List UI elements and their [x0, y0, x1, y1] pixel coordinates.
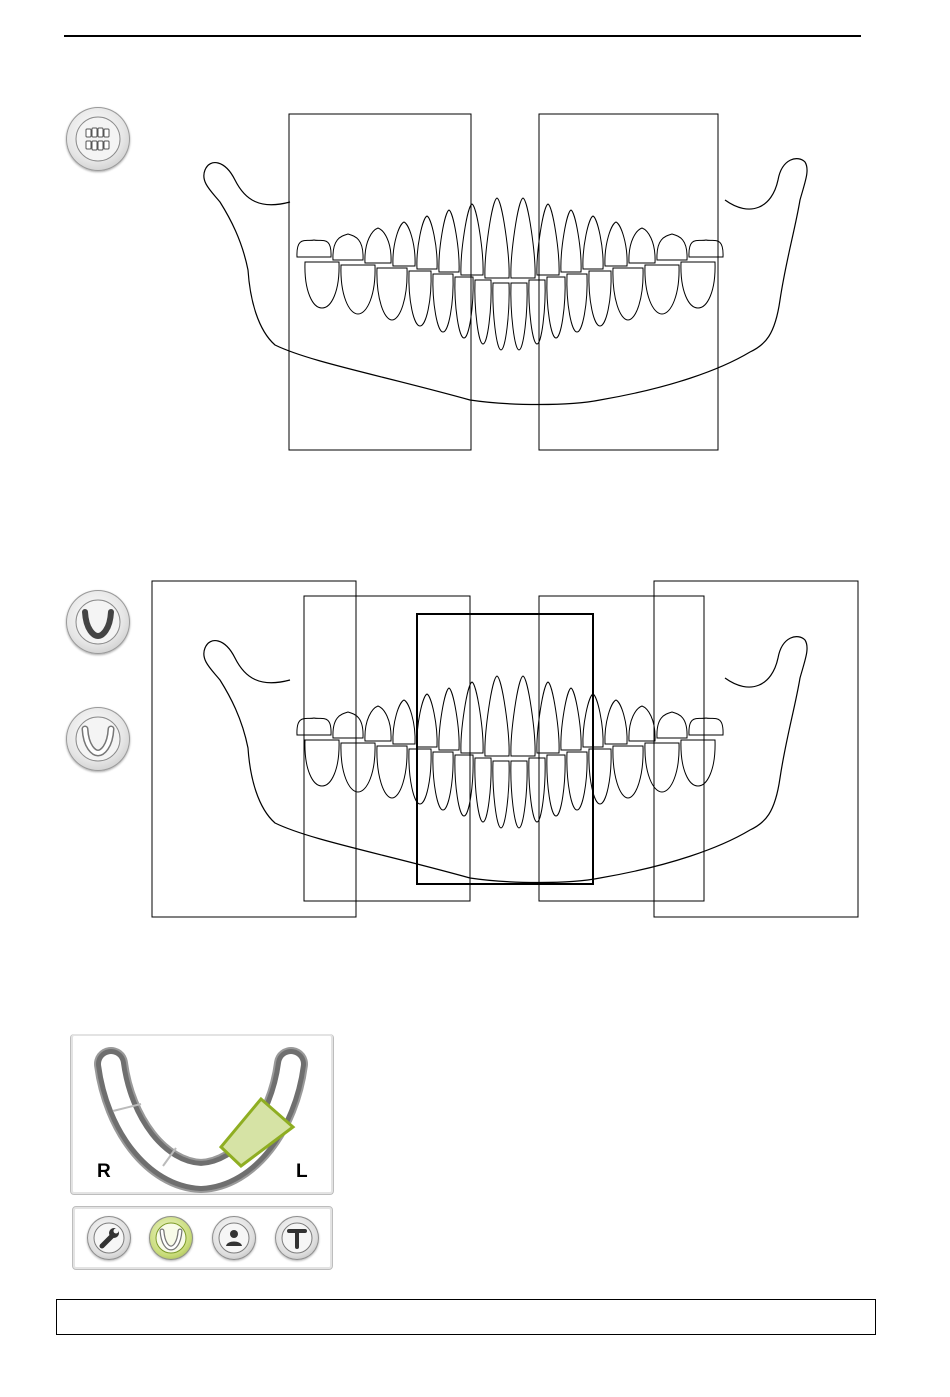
segmented-arch-icon	[149, 1216, 193, 1260]
upper-tooth	[333, 234, 363, 260]
upper-tooth	[657, 234, 687, 260]
upper-tooth	[561, 688, 581, 750]
lower-tooth	[377, 746, 407, 798]
lower-tooth	[493, 761, 509, 828]
upper-tooth	[297, 240, 331, 257]
upper-tooth	[393, 222, 415, 266]
segmented-arch-icon[interactable]	[66, 707, 130, 771]
wrench-button[interactable]	[87, 1216, 131, 1260]
jaw-diagram-panoramic	[150, 578, 870, 923]
lower-tooth	[681, 740, 715, 786]
lower-tooth	[409, 271, 431, 326]
lower-tooth	[529, 280, 545, 344]
lower-tooth	[305, 740, 339, 786]
upper-tooth	[485, 676, 509, 756]
lower-tooth	[511, 283, 527, 350]
label-left: L	[296, 1161, 308, 1183]
lower-tooth	[475, 758, 491, 822]
t-icon	[275, 1216, 319, 1260]
upper-tooth	[439, 210, 459, 272]
upper-tooth	[417, 694, 437, 747]
upper-tooth	[297, 718, 331, 735]
upper-tooth	[365, 228, 391, 263]
upper-tooth	[461, 204, 483, 275]
upper-tooth	[461, 682, 483, 753]
upper-tooth	[333, 712, 363, 738]
lower-tooth	[613, 746, 643, 798]
lower-tooth	[409, 749, 431, 804]
lower-tooth	[341, 743, 375, 792]
upper-tooth	[537, 204, 559, 275]
upper-tooth	[393, 700, 415, 744]
lower-tooth	[305, 262, 339, 308]
lower-tooth	[341, 265, 375, 314]
upper-tooth	[537, 682, 559, 753]
lower-tooth	[377, 268, 407, 320]
upper-tooth	[365, 706, 391, 741]
teeth-group	[297, 676, 723, 828]
lower-tooth	[455, 277, 473, 338]
upper-tooth	[605, 700, 627, 744]
upper-tooth	[417, 216, 437, 269]
arch-selection-panel: R L	[70, 1034, 334, 1195]
lower-tooth	[547, 755, 565, 816]
label-right: R	[97, 1161, 111, 1183]
jaw-outline	[204, 159, 807, 405]
upper-tooth	[511, 198, 535, 278]
upper-tooth	[689, 718, 723, 735]
upper-tooth	[583, 216, 603, 269]
lower-tooth	[567, 274, 587, 332]
lower-tooth	[645, 265, 679, 314]
panoramic-arch-icon[interactable]	[66, 590, 130, 654]
upper-tooth	[561, 210, 581, 272]
upper-tooth	[511, 676, 535, 756]
lower-tooth	[529, 758, 545, 822]
footer-box	[56, 1299, 876, 1335]
bitewing-teeth-icon[interactable]	[66, 107, 130, 171]
upper-tooth	[485, 198, 509, 278]
upper-tooth	[439, 688, 459, 750]
patient-button[interactable]	[212, 1216, 256, 1260]
upper-tooth	[657, 712, 687, 738]
t-button[interactable]	[275, 1216, 319, 1260]
lower-tooth	[475, 280, 491, 344]
teeth-group	[297, 198, 723, 350]
lower-tooth	[493, 283, 509, 350]
segment-mode-button[interactable]	[149, 1216, 193, 1260]
lower-tooth	[645, 743, 679, 792]
upper-tooth	[605, 222, 627, 266]
upper-tooth	[629, 706, 655, 741]
jaw-diagram-bitewing	[150, 100, 870, 460]
wrench-icon	[87, 1216, 131, 1260]
lower-tooth	[681, 262, 715, 308]
lower-tooth	[613, 268, 643, 320]
lower-tooth	[433, 752, 453, 810]
lower-tooth	[567, 752, 587, 810]
top-rule	[64, 35, 861, 37]
lower-tooth	[511, 761, 527, 828]
lower-tooth	[547, 277, 565, 338]
patient-icon	[212, 1216, 256, 1260]
lower-tooth	[589, 271, 611, 326]
upper-tooth	[629, 228, 655, 263]
lower-tooth	[433, 274, 453, 332]
mode-toolbar	[72, 1206, 333, 1270]
jaw-outline	[204, 637, 807, 883]
